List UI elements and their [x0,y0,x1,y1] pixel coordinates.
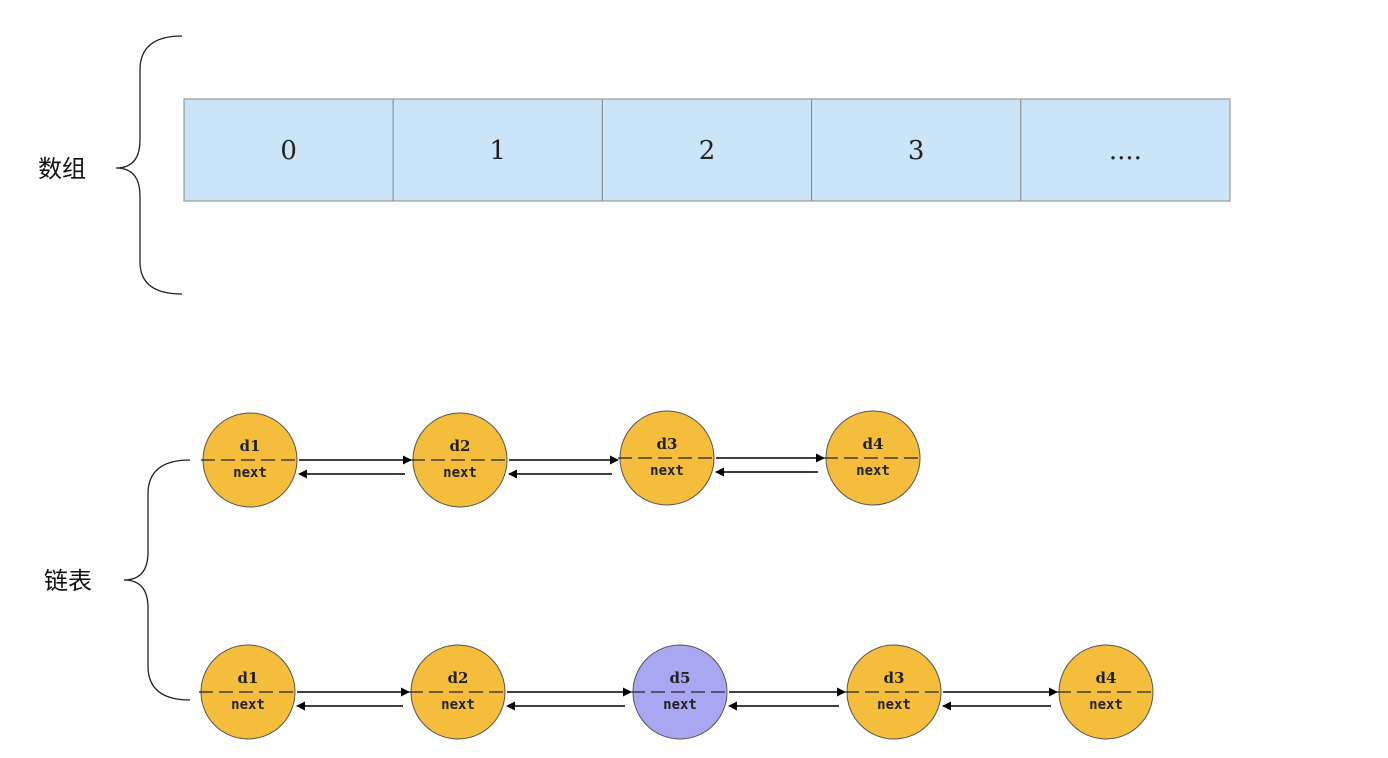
node-data-label: d2 [450,437,471,455]
list-node: d2 next [411,412,509,508]
list-node: d1 next [199,644,297,740]
array-cell [183,98,394,202]
node-next-label: next [441,697,475,713]
list-node: d4 next [1057,644,1155,740]
node-next-label: next [1089,697,1123,713]
array-cell [601,98,813,202]
node-data-label: d5 [670,669,691,687]
array-label: 数组 [38,155,86,183]
array-cell-value: 0 [280,136,297,166]
list-node: d3 next [618,410,716,506]
array-cell-value: .... [1109,136,1142,166]
node-next-label: next [877,697,911,713]
node-next-label: next [231,697,265,713]
node-data-label: d1 [238,669,259,687]
node-data-label: d3 [884,669,905,687]
linked-list-label: 链表 [44,567,92,595]
node-next-label: next [650,463,684,479]
link-arrows [296,453,1058,711]
node-data-label: d2 [448,669,469,687]
node-data-label: d4 [863,435,884,453]
list-nodes: d1 next d2 next d3 next d4 next d1 next d2 next d5 ne… [199,410,1155,740]
list-node: d3 next [845,644,943,740]
node-data-label: d1 [240,437,261,455]
node-next-label: next [856,463,890,479]
list-node: d2 next [409,644,507,740]
array-cells: 0 1 2 3.... [183,98,1231,202]
array-brace [115,35,183,295]
array-cell-value: 3 [908,136,925,166]
node-data-label: d3 [657,435,678,453]
node-next-label: next [233,465,267,481]
array-cell [1020,98,1231,202]
node-next-label: next [663,697,697,713]
list-node-new: d5 next [631,644,729,740]
array-cell-value: 1 [490,136,507,166]
node-data-label: d4 [1096,669,1117,687]
array-cell [392,98,603,202]
node-next-label: next [443,465,477,481]
list-node: d4 next [824,410,922,506]
array-cell-value: 2 [699,136,716,166]
array-cell [811,98,1022,202]
linked-list-brace [123,459,191,701]
list-node: d1 next [201,412,299,508]
